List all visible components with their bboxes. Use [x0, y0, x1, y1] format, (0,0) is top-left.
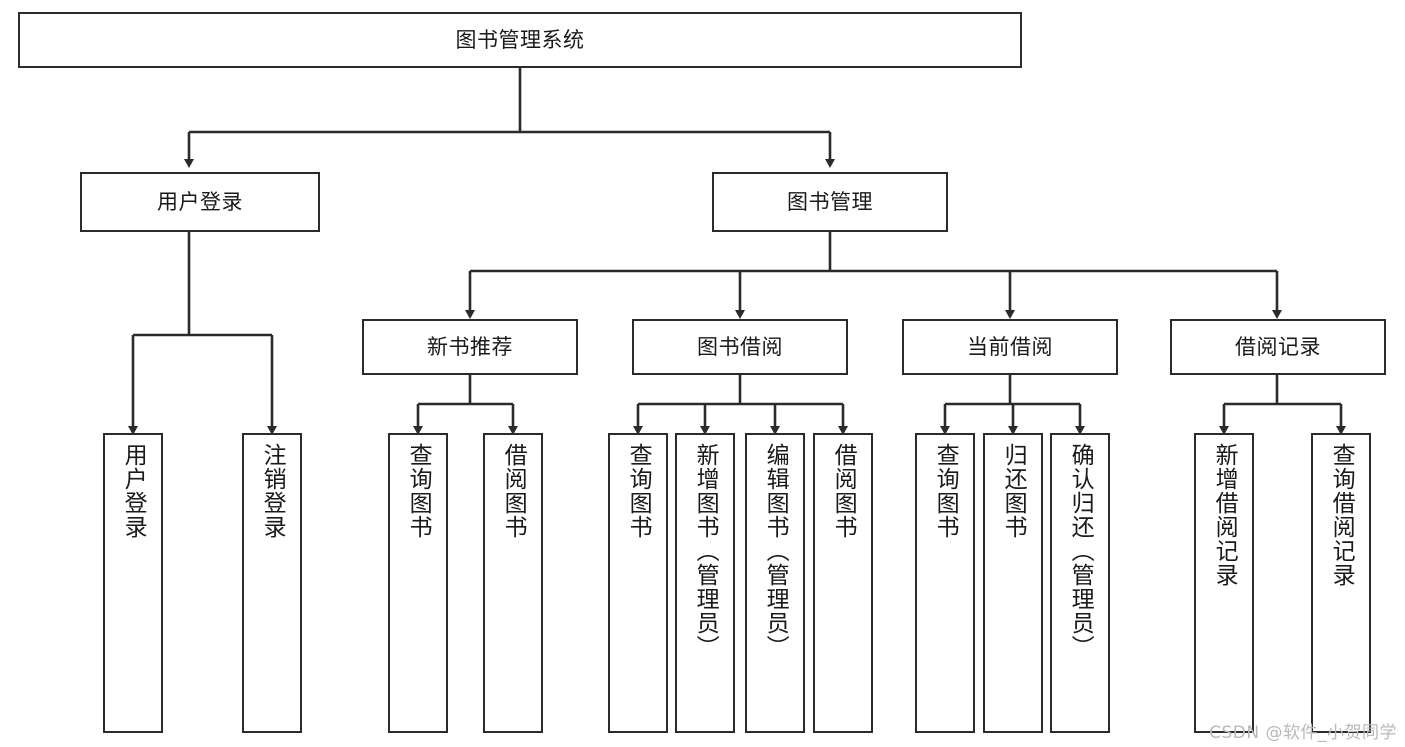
- node-leaf-borrow-book-2-label: 借阅图书: [830, 443, 857, 539]
- node-root-label: 图书管理系统: [455, 27, 585, 52]
- node-leaf-query-book-2-label: 查询图书: [625, 443, 652, 539]
- node-leaf-borrow-book-1-label: 借阅图书: [500, 443, 527, 539]
- node-book-manage[interactable]: 图书管理: [712, 172, 948, 232]
- node-leaf-query-book-1[interactable]: 查询图书: [388, 433, 448, 733]
- node-leaf-return-book[interactable]: 归还图书: [983, 433, 1043, 733]
- node-book-borrow-label: 图书借阅: [697, 334, 783, 359]
- node-leaf-logout-login-label: 注销登录: [259, 443, 286, 539]
- node-leaf-add-record[interactable]: 新增借阅记录: [1194, 433, 1254, 733]
- node-leaf-user-login[interactable]: 用户登录: [103, 433, 163, 733]
- node-leaf-add-record-label: 新增借阅记录: [1211, 443, 1238, 587]
- node-leaf-borrow-book-2[interactable]: 借阅图书: [813, 433, 873, 733]
- node-leaf-query-record-label: 查询借阅记录: [1328, 443, 1355, 587]
- node-leaf-logout-login[interactable]: 注销登录: [242, 433, 302, 733]
- node-leaf-borrow-book-1[interactable]: 借阅图书: [483, 433, 543, 733]
- node-leaf-add-book-label: 新增图书（管理员）: [692, 443, 719, 659]
- node-leaf-return-book-label: 归还图书: [1000, 443, 1027, 539]
- node-leaf-query-book-3[interactable]: 查询图书: [915, 433, 975, 733]
- watermark-text: CSDN @软件_小贺同学: [1209, 723, 1397, 743]
- node-book-manage-label: 图书管理: [787, 189, 873, 214]
- node-borrow-record[interactable]: 借阅记录: [1170, 319, 1386, 375]
- node-leaf-query-book-2[interactable]: 查询图书: [608, 433, 668, 733]
- node-leaf-confirm-return[interactable]: 确认归还（管理员）: [1050, 433, 1110, 733]
- node-leaf-confirm-return-label: 确认归还（管理员）: [1067, 443, 1094, 659]
- node-leaf-query-book-1-label: 查询图书: [405, 443, 432, 539]
- node-root[interactable]: 图书管理系统: [18, 12, 1022, 68]
- node-current-borrow-label: 当前借阅: [967, 334, 1053, 359]
- node-borrow-record-label: 借阅记录: [1235, 334, 1321, 359]
- node-new-book-rec[interactable]: 新书推荐: [362, 319, 578, 375]
- node-book-borrow[interactable]: 图书借阅: [632, 319, 848, 375]
- node-leaf-edit-book-label: 编辑图书（管理员）: [762, 443, 789, 659]
- node-new-book-rec-label: 新书推荐: [427, 334, 513, 359]
- node-leaf-query-book-3-label: 查询图书: [932, 443, 959, 539]
- node-user-login[interactable]: 用户登录: [80, 172, 320, 232]
- node-leaf-add-book[interactable]: 新增图书（管理员）: [675, 433, 735, 733]
- node-leaf-edit-book[interactable]: 编辑图书（管理员）: [745, 433, 805, 733]
- node-leaf-query-record[interactable]: 查询借阅记录: [1311, 433, 1371, 733]
- node-current-borrow[interactable]: 当前借阅: [902, 319, 1118, 375]
- node-user-login-label: 用户登录: [157, 189, 243, 214]
- node-leaf-user-login-label: 用户登录: [120, 443, 147, 539]
